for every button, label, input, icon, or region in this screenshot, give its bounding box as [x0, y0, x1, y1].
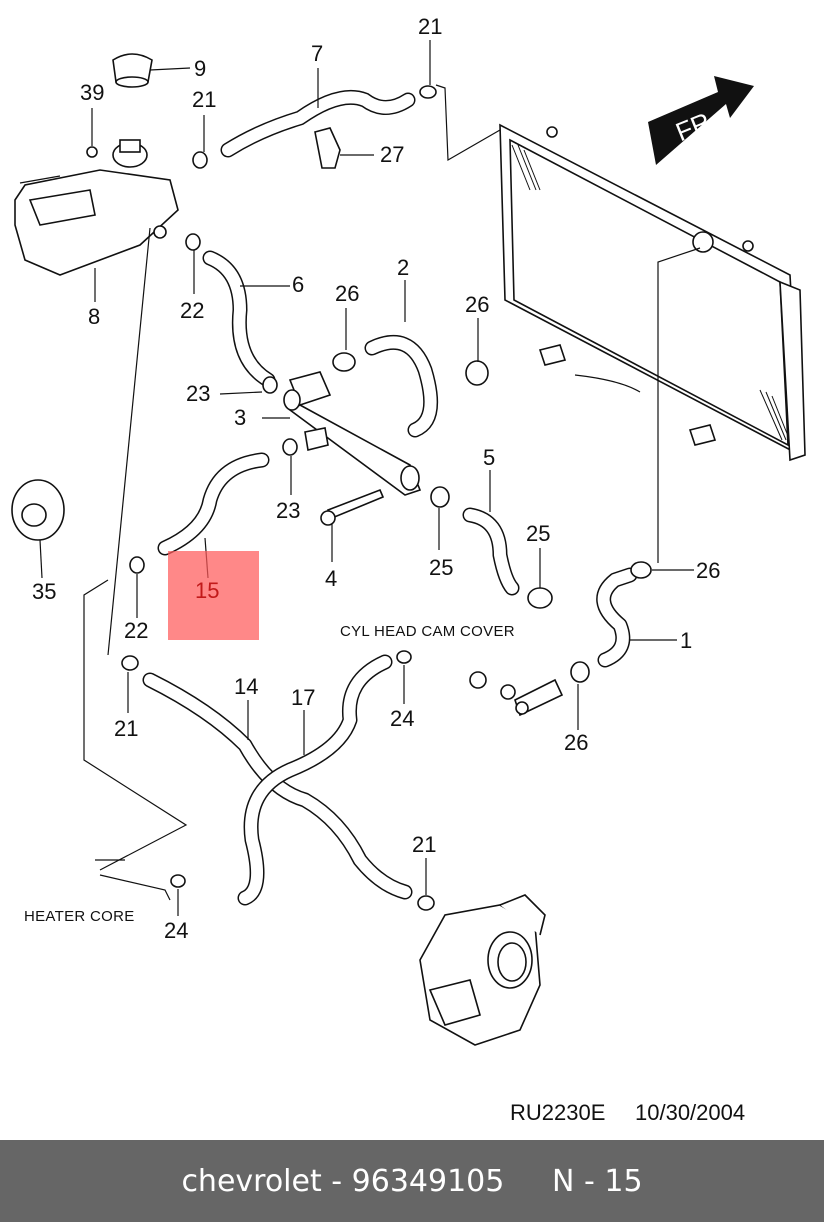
- throttle-body: [419, 894, 546, 1046]
- thermostat-housing: [469, 671, 564, 717]
- heater-core-note: HEATER CORE: [24, 908, 135, 925]
- callout-4: 4: [325, 566, 337, 591]
- footer-bar: chevrolet - 96349105 N - 15: [0, 1140, 824, 1222]
- surge-tank: [14, 53, 179, 276]
- callout-1: 1: [680, 628, 692, 653]
- callout-6: 6: [292, 272, 304, 297]
- callout-21: 21: [412, 832, 436, 857]
- part-35: [11, 479, 65, 541]
- callout-3: 3: [234, 405, 246, 430]
- callout-26: 26: [696, 558, 720, 583]
- callout-25: 25: [429, 555, 453, 580]
- callout-17: 17: [291, 685, 315, 710]
- callout-21: 21: [418, 14, 442, 39]
- callout-24: 24: [164, 918, 188, 943]
- hoses: [142, 89, 638, 906]
- callout-26: 26: [335, 281, 359, 306]
- callout-26: 26: [564, 730, 588, 755]
- callout-21: 21: [192, 87, 216, 112]
- part-27-bracket: [314, 127, 341, 169]
- callout-25: 25: [526, 521, 550, 546]
- footer-separator: -: [321, 1163, 352, 1199]
- radiator: [499, 123, 806, 462]
- callout-35: 35: [32, 579, 56, 604]
- water-pipe: [283, 371, 422, 526]
- parts-diagram: FR: [11, 14, 806, 1125]
- callout-24: 24: [390, 706, 414, 731]
- callout-2: 2: [397, 255, 409, 280]
- callout-7: 7: [311, 41, 323, 66]
- callout-14: 14: [234, 674, 258, 699]
- footer-gap: [504, 1164, 552, 1199]
- callout-23: 23: [186, 381, 210, 406]
- callouts: 9 39 21 7 21 27 8 22 6 26 2 26 23 3 23 5…: [32, 14, 720, 943]
- footer-position: N - 15: [552, 1163, 643, 1199]
- front-arrow-icon: FR: [648, 76, 754, 165]
- callout-8: 8: [88, 304, 100, 329]
- callout-21: 21: [114, 716, 138, 741]
- drawing-date: 10/30/2004: [635, 1100, 745, 1125]
- footer-brand: chevrolet: [181, 1163, 322, 1199]
- leader-lines: [39, 40, 701, 916]
- callout-23: 23: [276, 498, 300, 523]
- callout-22: 22: [124, 618, 148, 643]
- callout-39: 39: [80, 80, 104, 105]
- highlighted-part-15: [168, 551, 259, 640]
- callout-27: 27: [380, 142, 404, 167]
- callout-22: 22: [180, 298, 204, 323]
- cam-cover-note: CYL HEAD CAM COVER: [340, 623, 515, 640]
- footer-part-number: 96349105: [351, 1163, 505, 1199]
- drawing-code: RU2230E: [510, 1100, 605, 1125]
- callout-5: 5: [483, 445, 495, 470]
- callout-26: 26: [465, 292, 489, 317]
- callout-9: 9: [194, 56, 206, 81]
- hose-clamps: [121, 85, 652, 911]
